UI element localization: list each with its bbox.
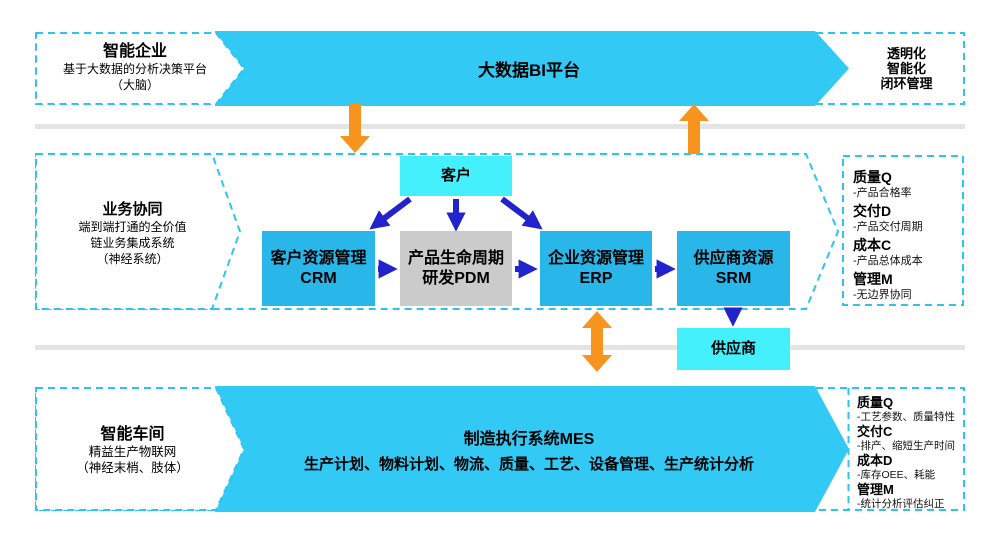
- workshop-label: 智能车间 精益生产物联网 （神经末梢、肢体）: [40, 425, 225, 476]
- pdm-box: 产品生命周期 研发PDM: [400, 231, 512, 306]
- arrow-customer-to-erp-icon: [500, 196, 543, 230]
- enterprise-right-text: 透明化 智能化 闭环管理: [848, 46, 965, 91]
- crm-box-line1: 客户资源管理: [270, 249, 367, 267]
- erp-box-line1: 企业资源管理: [547, 249, 644, 267]
- pdm-box-line2: 研发PDM: [422, 269, 490, 287]
- separator-line-top: [35, 124, 965, 129]
- flow-arrow-double-icon: [582, 311, 612, 372]
- arrow-customer-to-crm-icon: [369, 196, 412, 230]
- metric-sub: -排产、缩短生产时间: [857, 440, 955, 452]
- enterprise-label-sub1: 基于大数据的分析决策平台: [62, 62, 207, 76]
- workshop-label-title: 智能车间: [100, 426, 165, 443]
- crm-box-line2: CRM: [300, 269, 337, 287]
- workshop-band-arrow: [215, 386, 849, 512]
- collaboration-metrics: 质量Q -产品合格率 交付D -产品交付周期 成本C -产品总体成本 管理M -…: [853, 168, 959, 304]
- metric-sub: -库存OEE、耗能: [857, 469, 936, 481]
- collaboration-label-title: 业务协同: [102, 201, 163, 218]
- pdm-box-line1: 产品生命周期: [407, 249, 504, 267]
- enterprise-band-title: 大数据BI平台: [478, 61, 580, 80]
- collaboration-label-chevron: [35, 153, 242, 310]
- metric-sub: -无边界协同: [853, 289, 912, 301]
- collaboration-label-sub2: 链业务集成系统: [90, 236, 175, 250]
- erp-box-line2: ERP: [579, 269, 613, 287]
- metric-title: 质量Q: [857, 395, 894, 410]
- collaboration-label-sub3: （神经系统）: [96, 252, 169, 266]
- erp-box: 企业资源管理 ERP: [540, 231, 652, 306]
- metric-sub: -工艺参数、质量特性: [857, 411, 955, 423]
- supplier-box: 供应商: [677, 328, 790, 370]
- enterprise-right-line2: 智能化: [886, 61, 926, 76]
- metric-sub: -统计分析评估纠正: [857, 498, 945, 510]
- metric-sub: -产品合格率: [853, 187, 912, 199]
- srm-box-line1: 供应商资源: [693, 249, 774, 267]
- metric-title: 成本C: [853, 237, 892, 253]
- flow-arrow-up-icon: [679, 104, 709, 154]
- workshop-label-sub2: （神经末梢、肢体）: [76, 461, 189, 475]
- metric-title: 管理M: [853, 271, 893, 287]
- customer-box: 客户: [400, 156, 512, 196]
- enterprise-right-line3: 闭环管理: [880, 76, 933, 91]
- metric-sub: -产品总体成本: [853, 255, 923, 267]
- flow-arrow-down-icon: [340, 104, 370, 153]
- enterprise-label-sub2: （大脑）: [110, 78, 159, 92]
- workshop-metrics: 质量Q -工艺参数、质量特性 交付C -排产、缩短生产时间 成本D -库存OEE…: [857, 395, 963, 511]
- process-arrows-group: [369, 196, 743, 327]
- collaboration-label-sub1: 端到端打通的全价值: [78, 220, 187, 234]
- workshop-band-subtitle: 生产计划、物料计划、物流、质量、工艺、设备管理、生产统计分析: [303, 455, 754, 473]
- srm-box-line2: SRM: [715, 269, 752, 287]
- metric-title: 成本D: [857, 453, 893, 468]
- workshop-label-sub1: 精益生产物联网: [88, 445, 177, 459]
- workshop-band-text: 制造执行系统MES 生产计划、物料计划、物流、质量、工艺、设备管理、生产统计分析: [243, 388, 815, 510]
- metric-sub: -产品交付周期: [853, 221, 923, 233]
- workshop-label-chevron: [35, 387, 246, 511]
- separator-line-bottom: [35, 345, 965, 350]
- enterprise-label: 智能企业 基于大数据的分析决策平台 （大脑）: [40, 42, 230, 93]
- metric-title: 质量Q: [853, 169, 892, 185]
- enterprise-right-line1: 透明化: [886, 46, 926, 61]
- collaboration-metrics-frame: [842, 155, 964, 306]
- collaboration-label: 业务协同 端到端打通的全价值 链业务集成系统 （神经系统）: [40, 200, 225, 267]
- crm-box: 客户资源管理 CRM: [262, 231, 375, 306]
- workshop-band-title: 制造执行系统MES: [463, 430, 595, 448]
- metric-title: 管理M: [857, 482, 894, 497]
- enterprise-band-arrow: [215, 31, 849, 106]
- srm-box: 供应商资源 SRM: [677, 231, 790, 306]
- enterprise-label-chevron: [35, 32, 246, 105]
- enterprise-label-title: 智能企业: [102, 43, 167, 60]
- metric-title: 交付D: [853, 203, 892, 219]
- metric-title: 交付C: [857, 424, 893, 439]
